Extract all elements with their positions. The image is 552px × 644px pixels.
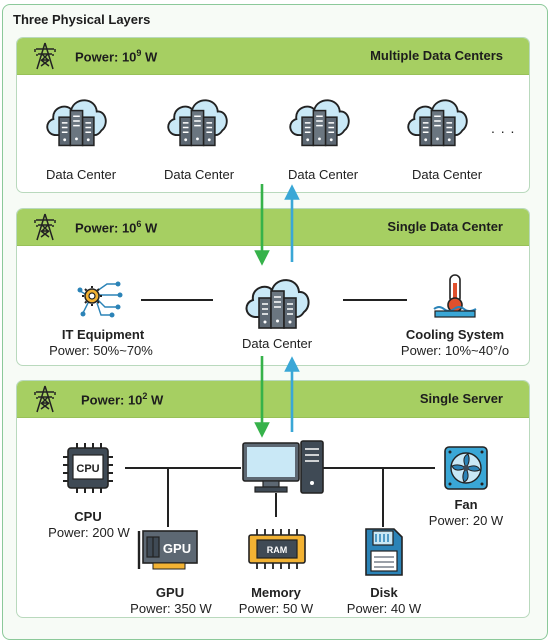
disk-icon bbox=[365, 528, 403, 576]
layer-header: Power: 106 W Single Data Center bbox=[17, 209, 529, 246]
data-center-label: Data Center bbox=[163, 167, 235, 182]
layer-title: Multiple Data Centers bbox=[370, 48, 503, 63]
disk-label: Disk bbox=[370, 585, 398, 600]
connector-line bbox=[141, 299, 213, 301]
gpu-chip-text: GPU bbox=[163, 541, 191, 556]
layer-single-data-center: Power: 106 W Single Data Center IT Equip… bbox=[16, 208, 530, 366]
connector-line bbox=[125, 467, 241, 469]
memory-chip-text: RAM bbox=[267, 545, 288, 555]
cpu-chip-text: CPU bbox=[76, 463, 99, 475]
connector-line bbox=[167, 467, 169, 527]
gpu-icon: GPU bbox=[137, 530, 198, 570]
it-equipment-power: Power: 50%~70% bbox=[49, 343, 153, 358]
memory-label: Memory bbox=[251, 585, 301, 600]
layer-single-server: Power: 102 W Single Server CPU CPU Power… bbox=[16, 380, 530, 618]
fan-icon bbox=[444, 446, 488, 490]
server-computer-icon bbox=[242, 440, 324, 494]
connector-line bbox=[321, 467, 435, 469]
layer-title: Single Server bbox=[419, 391, 503, 406]
more-ellipsis: . . . bbox=[491, 120, 516, 136]
it-equipment-label: IT Equipment bbox=[61, 327, 145, 342]
layer-header: Power: 109 W Multiple Data Centers bbox=[17, 38, 529, 75]
cpu-icon: CPU bbox=[63, 443, 113, 493]
gpu-label: GPU bbox=[155, 585, 185, 600]
data-center-label: Data Center bbox=[411, 167, 483, 182]
memory-power: Power: 50 W bbox=[238, 601, 314, 616]
connector-line bbox=[275, 493, 277, 517]
gpu-power: Power: 350 W bbox=[130, 601, 212, 616]
fan-power: Power: 20 W bbox=[428, 513, 504, 528]
cpu-power: Power: 200 W bbox=[48, 525, 130, 540]
layer-header: Power: 102 W Single Server bbox=[17, 381, 529, 418]
layer-title: Single Data Center bbox=[387, 219, 503, 234]
connector-line bbox=[343, 299, 407, 301]
disk-power: Power: 40 W bbox=[346, 601, 422, 616]
cooling-system-power: Power: 10%~40°/o bbox=[400, 343, 510, 358]
cooling-system-label: Cooling System bbox=[405, 327, 505, 342]
power-label: Power: 102 W bbox=[81, 391, 164, 408]
data-center-label: Data Center bbox=[45, 167, 117, 182]
cpu-label: CPU bbox=[74, 509, 102, 524]
data-center-label: Data Center bbox=[287, 167, 359, 182]
power-label: Power: 109 W bbox=[75, 48, 158, 65]
cooling-system-icon bbox=[433, 274, 477, 318]
connector-line bbox=[382, 467, 384, 527]
main-title: Three Physical Layers bbox=[13, 12, 151, 27]
layer-multiple-data-centers: Power: 109 W Multiple Data Centers Data … bbox=[16, 37, 530, 193]
memory-icon: RAM bbox=[248, 529, 306, 569]
power-label: Power: 106 W bbox=[75, 219, 158, 236]
data-center-label: Data Center bbox=[241, 336, 313, 351]
fan-label: Fan bbox=[454, 497, 478, 512]
it-equipment-icon bbox=[77, 281, 123, 318]
